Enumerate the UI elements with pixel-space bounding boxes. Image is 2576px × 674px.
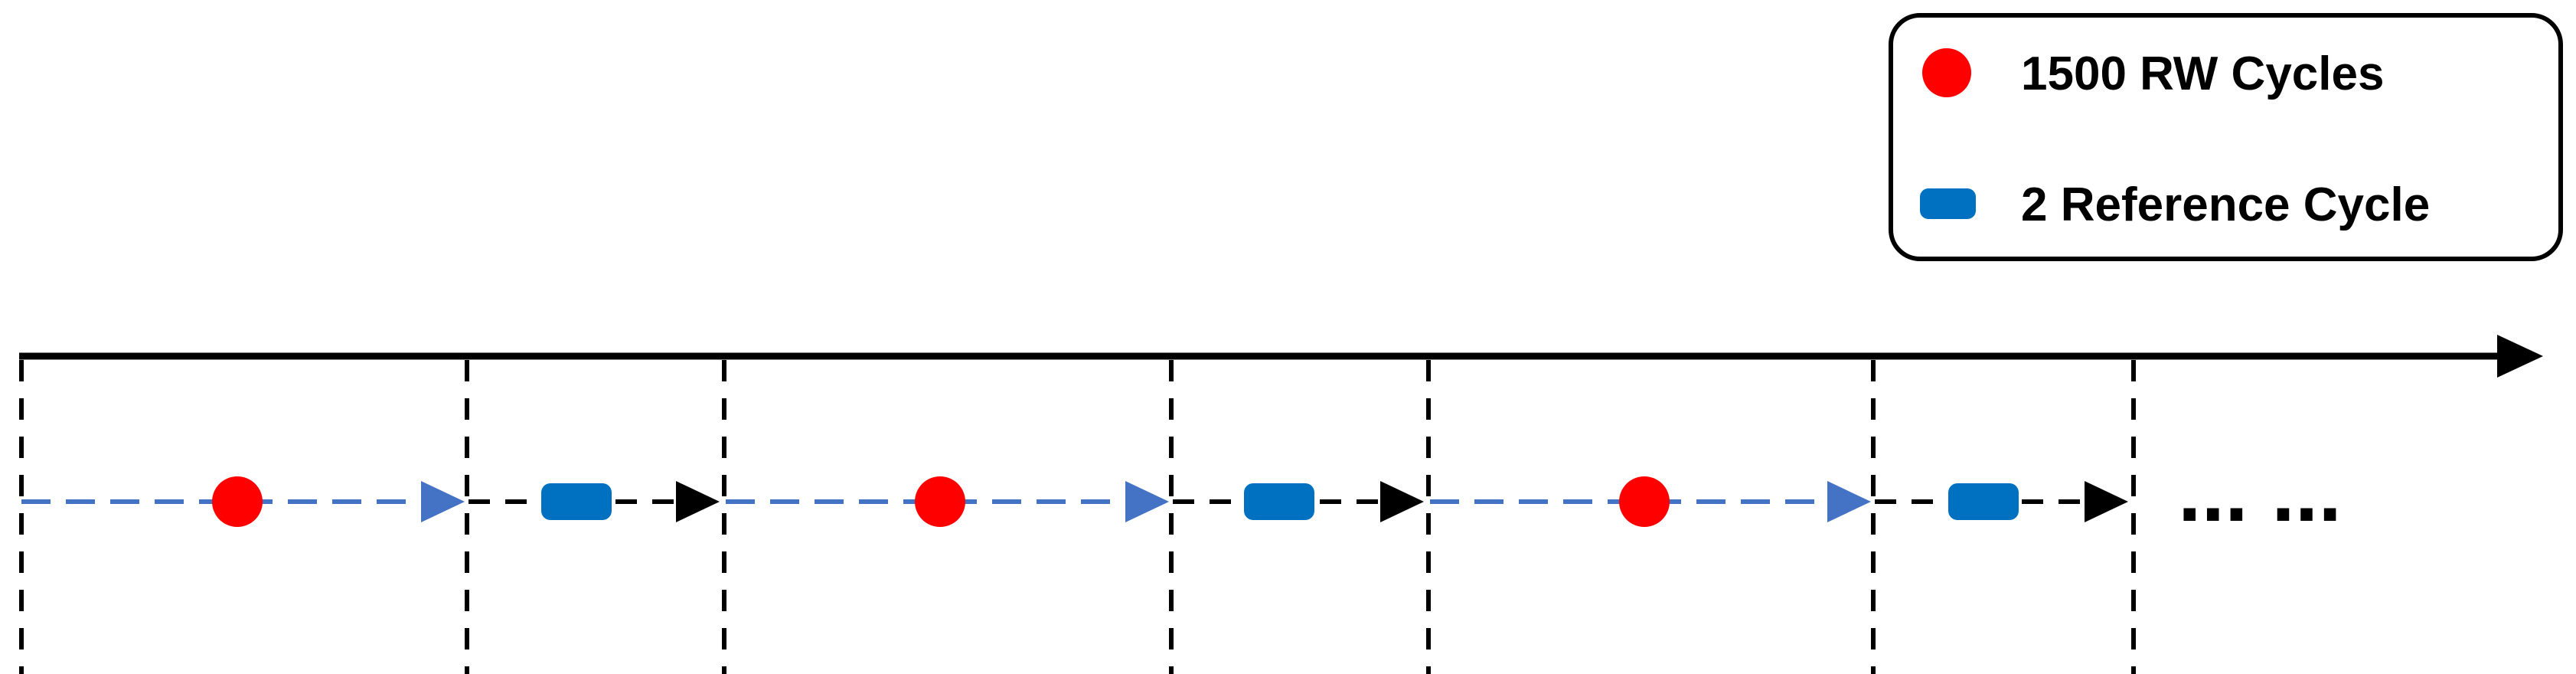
- phase-dividers: [19, 360, 2136, 674]
- rw-cycle-marker: [1619, 476, 1670, 527]
- time-axis-arrowhead: [2497, 335, 2543, 378]
- continuation-ellipsis: ... ...: [2178, 445, 2342, 539]
- reference-cycle-marker: [1244, 483, 1314, 520]
- reference-arrowhead: [2085, 481, 2128, 522]
- legend-reference-label: 2 Reference Cycle: [2021, 178, 2430, 231]
- reference-cycle-marker: [1948, 483, 2019, 520]
- legend-rw-marker: [1922, 48, 1971, 97]
- legend-box: [1889, 13, 2563, 261]
- reference-segment: [469, 481, 720, 522]
- legend-reference-marker: [1920, 188, 1976, 219]
- rw-cycle-marker: [915, 476, 965, 527]
- rw-arrowhead: [421, 481, 465, 522]
- rw-cycle-marker: [212, 476, 263, 527]
- rw-segment: [726, 476, 1169, 527]
- rw-arrowhead: [1125, 481, 1169, 522]
- reference-cycle-marker: [541, 483, 612, 520]
- legend: 1500 RW Cycles 2 Reference Cycle: [1889, 13, 2563, 261]
- rw-segment: [1430, 476, 1871, 527]
- reference-arrowhead: [676, 481, 720, 522]
- rw-segment: [21, 476, 465, 527]
- reference-segment: [1173, 481, 1424, 522]
- rw-arrowhead: [1827, 481, 1871, 522]
- reference-segment: [1875, 481, 2128, 522]
- time-axis: [19, 335, 2543, 378]
- reference-arrowhead: [1380, 481, 1424, 522]
- legend-rw-label: 1500 RW Cycles: [2021, 47, 2384, 100]
